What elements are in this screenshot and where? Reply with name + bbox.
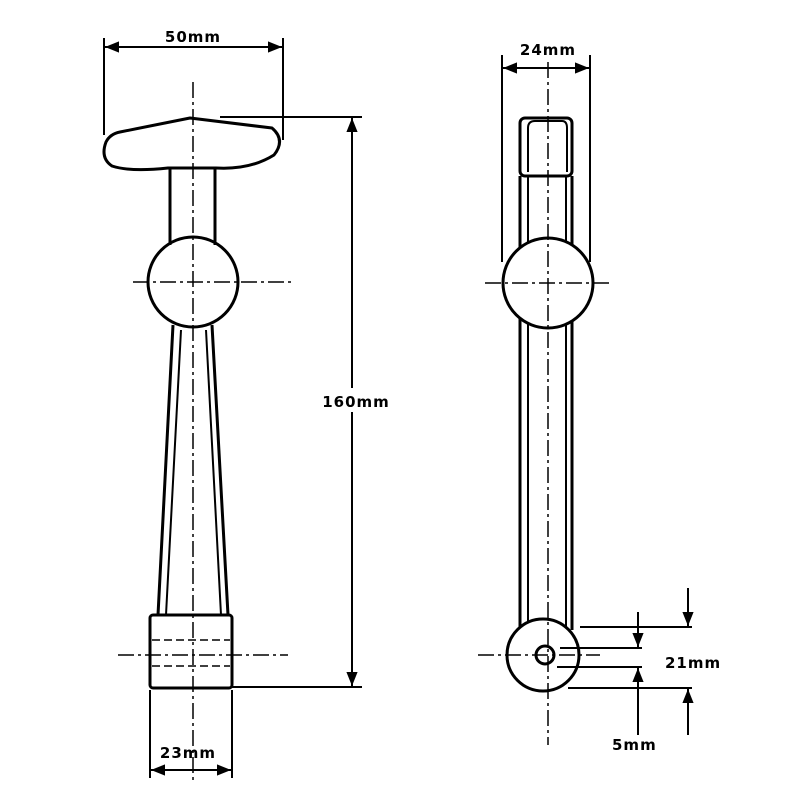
dim-160-extension: [220, 116, 362, 688]
base-block: [148, 613, 234, 690]
tapered-shaft: [156, 324, 230, 616]
side-head: [518, 116, 574, 178]
front-centerlines: [118, 82, 293, 780]
dim-24-extension: [501, 55, 591, 262]
dim-23-label: 23mm: [160, 744, 216, 762]
dim-24-label: 24mm: [520, 41, 576, 59]
dim-50-label: 50mm: [165, 28, 221, 46]
side-view: 24mm 21mm 5mm: [478, 41, 721, 754]
base-hidden-lines: [152, 639, 230, 667]
dim-5-label: 5mm: [612, 736, 657, 754]
dim-21-label: 21mm: [665, 654, 721, 672]
front-view: 50mm 160mm 23mm: [102, 28, 400, 780]
upper-stem: [168, 168, 217, 245]
dim-160-label: 160mm: [322, 393, 390, 411]
shaft-inner-line: [165, 329, 222, 616]
side-centerlines: [478, 62, 612, 745]
dim-5-extension: [557, 647, 642, 668]
t-handle-head: [102, 116, 281, 172]
dim-23-extension: [149, 690, 233, 778]
dim-50-extension: [103, 38, 284, 140]
dim-21-extension: [568, 626, 692, 689]
